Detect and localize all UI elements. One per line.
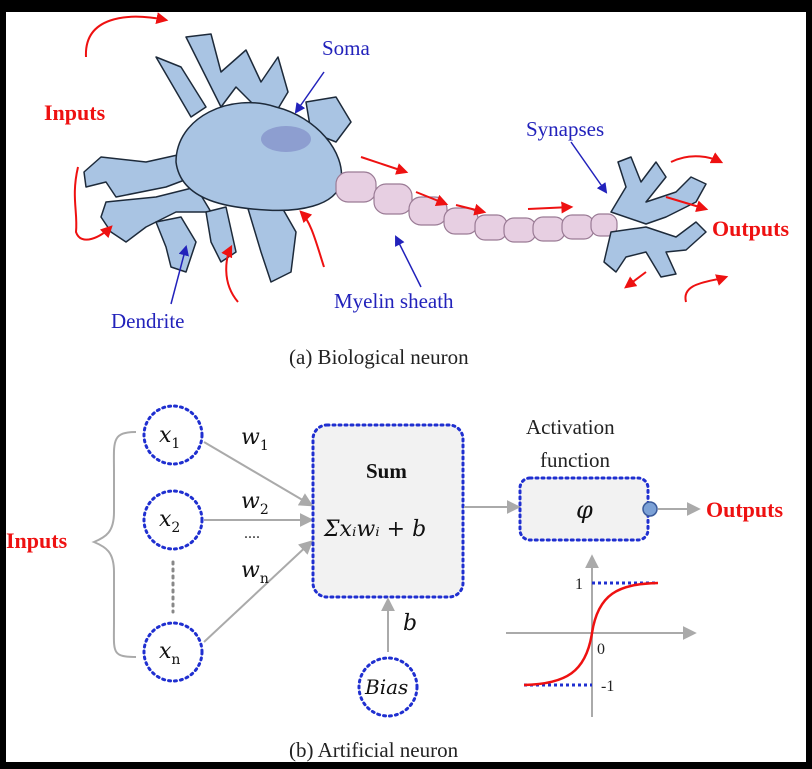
tick-pos-one: 1 bbox=[575, 576, 583, 593]
weight-w1: w1 bbox=[241, 425, 269, 454]
svg-text:xn: xn bbox=[159, 639, 180, 668]
weight-wn: wn bbox=[241, 558, 269, 587]
weight-dots: .... bbox=[244, 525, 260, 542]
sum-box bbox=[311, 423, 465, 599]
biological-neuron: Inputs Soma Synapses Outputs Dendrite My… bbox=[44, 12, 789, 369]
bias-label: Bias bbox=[364, 675, 408, 699]
input-node-xn: xn bbox=[142, 621, 204, 683]
bias-b: b bbox=[403, 611, 417, 636]
nucleus bbox=[261, 126, 311, 152]
bio-outputs-label: Outputs bbox=[712, 216, 789, 241]
dendrites bbox=[83, 33, 352, 283]
activation-plot: 1 0 -1 bbox=[506, 554, 697, 717]
figure-panel: Inputs Soma Synapses Outputs Dendrite My… bbox=[6, 12, 806, 762]
weight-w2: w2 bbox=[241, 489, 269, 518]
svg-text:x1: x1 bbox=[159, 423, 180, 452]
bias-node bbox=[357, 656, 419, 718]
svg-text:x2: x2 bbox=[159, 507, 180, 536]
myelin-label: Myelin sheath bbox=[334, 289, 454, 313]
myelin-sheath bbox=[335, 171, 618, 243]
tick-neg-one: -1 bbox=[601, 678, 614, 695]
sigmoid-curve bbox=[523, 581, 659, 687]
axon-terminals bbox=[603, 156, 707, 278]
input-node-x2: x2 bbox=[142, 489, 204, 551]
input-node-x1: x1 bbox=[142, 404, 204, 466]
sum-formula: Σxᵢwᵢ + b bbox=[323, 517, 426, 542]
bio-inputs-label: Inputs bbox=[44, 100, 106, 125]
ann-outputs-label: Outputs bbox=[706, 497, 783, 522]
ann-caption: (b) Artificial neuron bbox=[289, 738, 459, 762]
inputs-brace bbox=[91, 431, 137, 658]
output-port bbox=[642, 501, 658, 517]
ann-inputs-label: Inputs bbox=[6, 528, 68, 553]
figure-svg: Inputs Soma Synapses Outputs Dendrite My… bbox=[6, 12, 789, 762]
phi-symbol: φ bbox=[576, 496, 593, 524]
activation-label-1: Activation bbox=[526, 415, 615, 439]
soma-label: Soma bbox=[322, 36, 371, 60]
activation-label-2: function bbox=[540, 448, 610, 472]
artificial-neuron: Inputs x1 x2 xn w1 w2 .... wn Sum Σxᵢwᵢ … bbox=[6, 404, 783, 762]
weight-arrows bbox=[203, 441, 314, 643]
label-pointers bbox=[170, 71, 608, 305]
sum-title: Sum bbox=[366, 459, 407, 483]
synapses-label: Synapses bbox=[526, 117, 604, 141]
signal-arrows bbox=[73, 12, 729, 303]
tick-zero: 0 bbox=[597, 641, 605, 658]
dendrite-label: Dendrite bbox=[111, 309, 184, 333]
bio-caption: (a) Biological neuron bbox=[289, 345, 469, 369]
